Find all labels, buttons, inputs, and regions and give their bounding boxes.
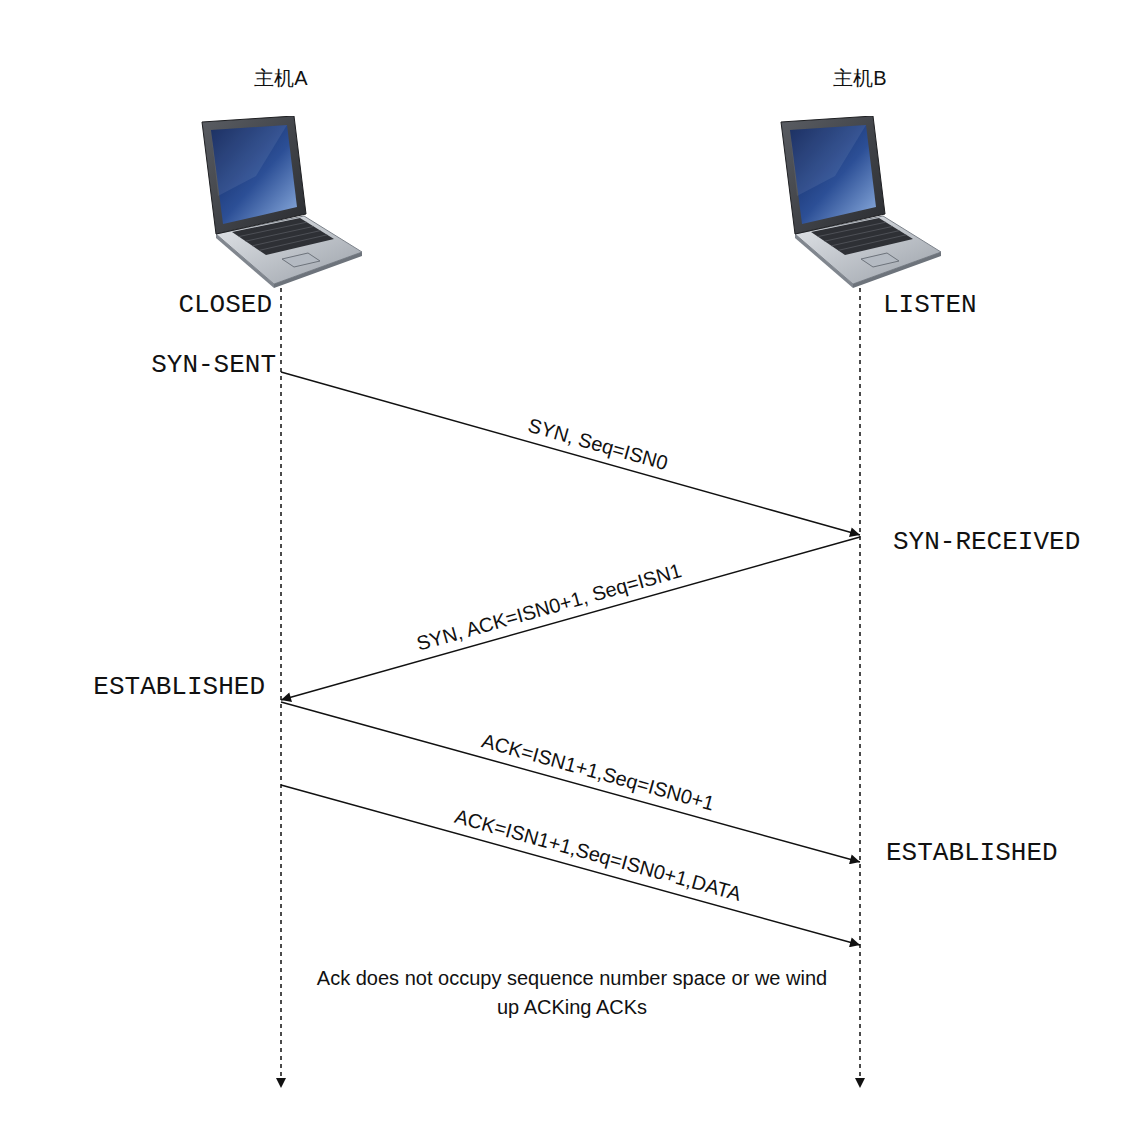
laptop-screen (211, 125, 297, 224)
laptop-lid (781, 116, 885, 234)
host-laptop: 主机B (775, 66, 945, 288)
message-label: SYN, ACK=ISN0+1, Seq=ISN1 (414, 559, 684, 654)
screen-glare (211, 125, 287, 196)
laptop-base-edge (853, 252, 941, 288)
key-row (246, 226, 314, 241)
state-label: SYN-RECEIVED (893, 527, 1080, 557)
note-text: Ack does not occupy sequence number spac… (312, 964, 832, 1022)
key-row (831, 231, 899, 246)
key-row (259, 235, 327, 251)
state-label: SYN-SENT (151, 350, 276, 380)
state-label: CLOSED (178, 290, 272, 320)
laptop-icon (775, 116, 945, 288)
message-arrow (281, 372, 860, 535)
state-label: ESTABLISHED (886, 838, 1058, 868)
lifeline (859, 288, 861, 1088)
laptop-screen (790, 125, 876, 224)
message-arrow (281, 785, 860, 945)
key-row (252, 231, 320, 246)
laptop-touchpad (282, 253, 320, 267)
laptop-touchpad (861, 253, 899, 267)
message-label: SYN, Seq=ISN0 (526, 414, 671, 474)
message-label: ACK=ISN1+1,Seq=ISN0+1 (480, 729, 717, 814)
laptop-base-edge (274, 252, 362, 288)
message-label: ACK=ISN1+1,Seq=ISN0+1,DATA (453, 805, 744, 905)
host-name: 主机B (833, 66, 886, 90)
key-row (838, 235, 906, 251)
host-laptop: 主机A (196, 66, 366, 288)
state-label: LISTEN (883, 290, 977, 320)
laptop-lid (202, 116, 306, 234)
lifeline (280, 288, 282, 1088)
message-arrow (281, 537, 860, 700)
state-label: ESTABLISHED (93, 672, 265, 702)
laptop-icon (196, 116, 366, 288)
host-name: 主机A (254, 66, 307, 90)
key-row (825, 226, 893, 241)
screen-glare (790, 125, 866, 196)
